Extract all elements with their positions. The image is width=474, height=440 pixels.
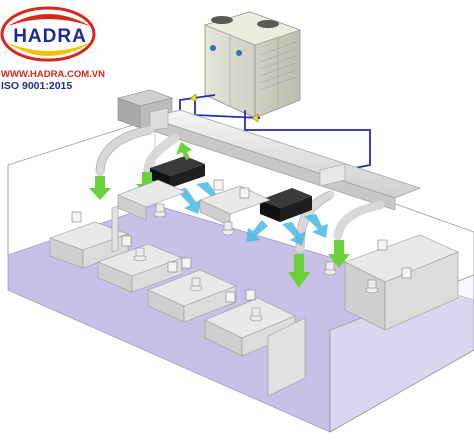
- pipe-arrow: [189, 93, 197, 103]
- office-desk-icon: [49, 179, 459, 357]
- office-chair-icon: [133, 203, 379, 322]
- supply-duct: [148, 107, 422, 211]
- brand-name: HADRA: [13, 26, 87, 47]
- pipe-arrow: [251, 113, 259, 123]
- company-logo: HADRA WWW.HADRA.COM.VN ISO 9001:2015: [0, 0, 110, 95]
- outdoor-condenser-icon: [204, 11, 301, 119]
- website-url: WWW.HADRA.COM.VN: [1, 69, 105, 80]
- ceiling-cassette-icon: [260, 188, 312, 222]
- iso-certification: ISO 9001:2015: [1, 80, 73, 92]
- partition-panel: [111, 205, 306, 397]
- monitor-icon: [71, 179, 412, 303]
- logo-badge: [0, 6, 96, 62]
